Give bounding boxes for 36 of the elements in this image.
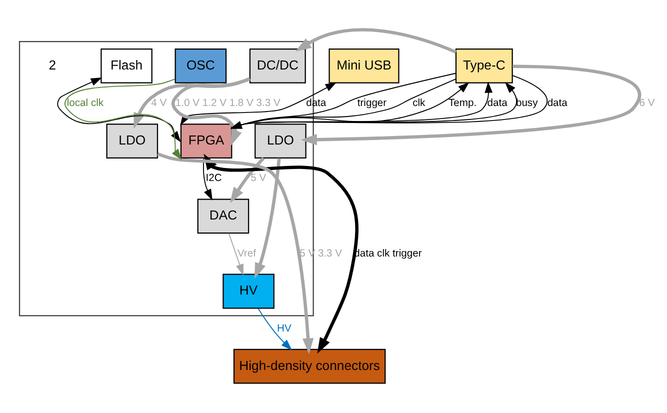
label: 2 xyxy=(48,57,56,72)
edge-label: 1.0 V 1.2 V 1.8 V 3.3 V xyxy=(175,98,280,110)
edge-label: HV xyxy=(277,323,292,334)
arrow xyxy=(254,158,281,279)
edge-label: 5 V xyxy=(250,173,266,184)
node-box: LDO xyxy=(106,124,158,159)
edge-label: 4 V xyxy=(151,98,167,110)
node-box: FPGA xyxy=(180,124,232,159)
edge-label: Temp. xyxy=(448,98,477,110)
arrow xyxy=(64,78,182,160)
node-box: OSC xyxy=(174,48,227,84)
arrow xyxy=(300,64,641,146)
edge-label: trigger xyxy=(357,98,387,110)
node-box: DC/DC xyxy=(249,48,306,84)
node-box: Type-C xyxy=(455,48,513,84)
node-box: Mini USB xyxy=(328,48,400,84)
node-box: High-density connectors xyxy=(233,348,386,384)
arrow xyxy=(57,78,181,142)
arrow xyxy=(228,232,244,276)
arrow xyxy=(202,158,213,200)
edge-label: Vref xyxy=(237,248,256,260)
arrow xyxy=(295,28,457,54)
node-box: HV xyxy=(222,274,274,309)
node-box: LDO xyxy=(254,124,306,159)
edge-label: busy xyxy=(516,98,538,110)
edge-label: clk xyxy=(412,98,426,110)
node-box: Flash xyxy=(100,48,152,84)
arrow xyxy=(171,77,250,146)
arrow xyxy=(230,157,265,204)
edge-label: I2C xyxy=(206,173,222,184)
edge-label: data xyxy=(547,98,568,110)
arrow xyxy=(258,308,292,350)
edge-label: data xyxy=(487,98,508,110)
edge-label: local clk xyxy=(66,98,104,110)
edge-label: 6 V xyxy=(639,98,655,110)
node-box: DAC xyxy=(197,198,250,234)
